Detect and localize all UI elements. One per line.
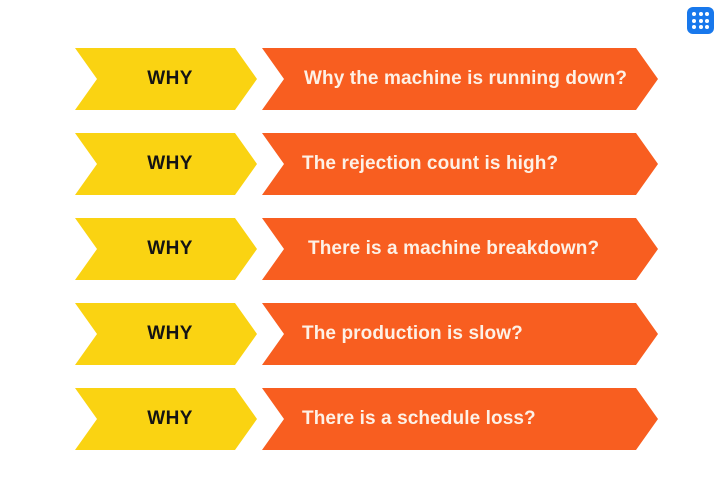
why-arrow-5[interactable]: WHY [75,388,257,450]
grid-dot [705,25,710,30]
question-arrow-3[interactable]: There is a machine breakdown? [262,218,658,280]
question-arrow-5[interactable]: There is a schedule loss? [262,388,658,450]
grid-dot [698,25,703,30]
grid-dot [698,11,703,16]
why-label: WHY [147,323,193,344]
grid-dot [705,18,710,23]
why-rows-list: WHY Why the machine is running down? WHY… [0,48,720,450]
grid-dot [691,18,696,23]
why-row: WHY The production is slow? [0,303,720,365]
grid-dot [691,11,696,16]
grid-dots-icon[interactable] [687,7,714,34]
question-label: The production is slow? [302,323,523,344]
why-label: WHY [147,68,193,89]
why-arrow-4[interactable]: WHY [75,303,257,365]
question-arrow-1[interactable]: Why the machine is running down? [262,48,658,110]
why-label: WHY [147,153,193,174]
why-label: WHY [147,408,193,429]
grid-dot [691,25,696,30]
why-row: WHY Why the machine is running down? [0,48,720,110]
grid-dots-glyph [691,11,710,30]
why-arrow-2[interactable]: WHY [75,133,257,195]
why-arrow-3[interactable]: WHY [75,218,257,280]
grid-dot [698,18,703,23]
why-label: WHY [147,238,193,259]
why-row: WHY There is a schedule loss? [0,388,720,450]
why-row: WHY There is a machine breakdown? [0,218,720,280]
question-label: Why the machine is running down? [304,68,628,89]
question-label: There is a machine breakdown? [308,238,600,259]
question-label: There is a schedule loss? [302,408,536,429]
why-arrow-1[interactable]: WHY [75,48,257,110]
why-row: WHY The rejection count is high? [0,133,720,195]
question-arrow-2[interactable]: The rejection count is high? [262,133,658,195]
question-label: The rejection count is high? [302,153,559,174]
grid-dot [705,11,710,16]
question-arrow-4[interactable]: The production is slow? [262,303,658,365]
